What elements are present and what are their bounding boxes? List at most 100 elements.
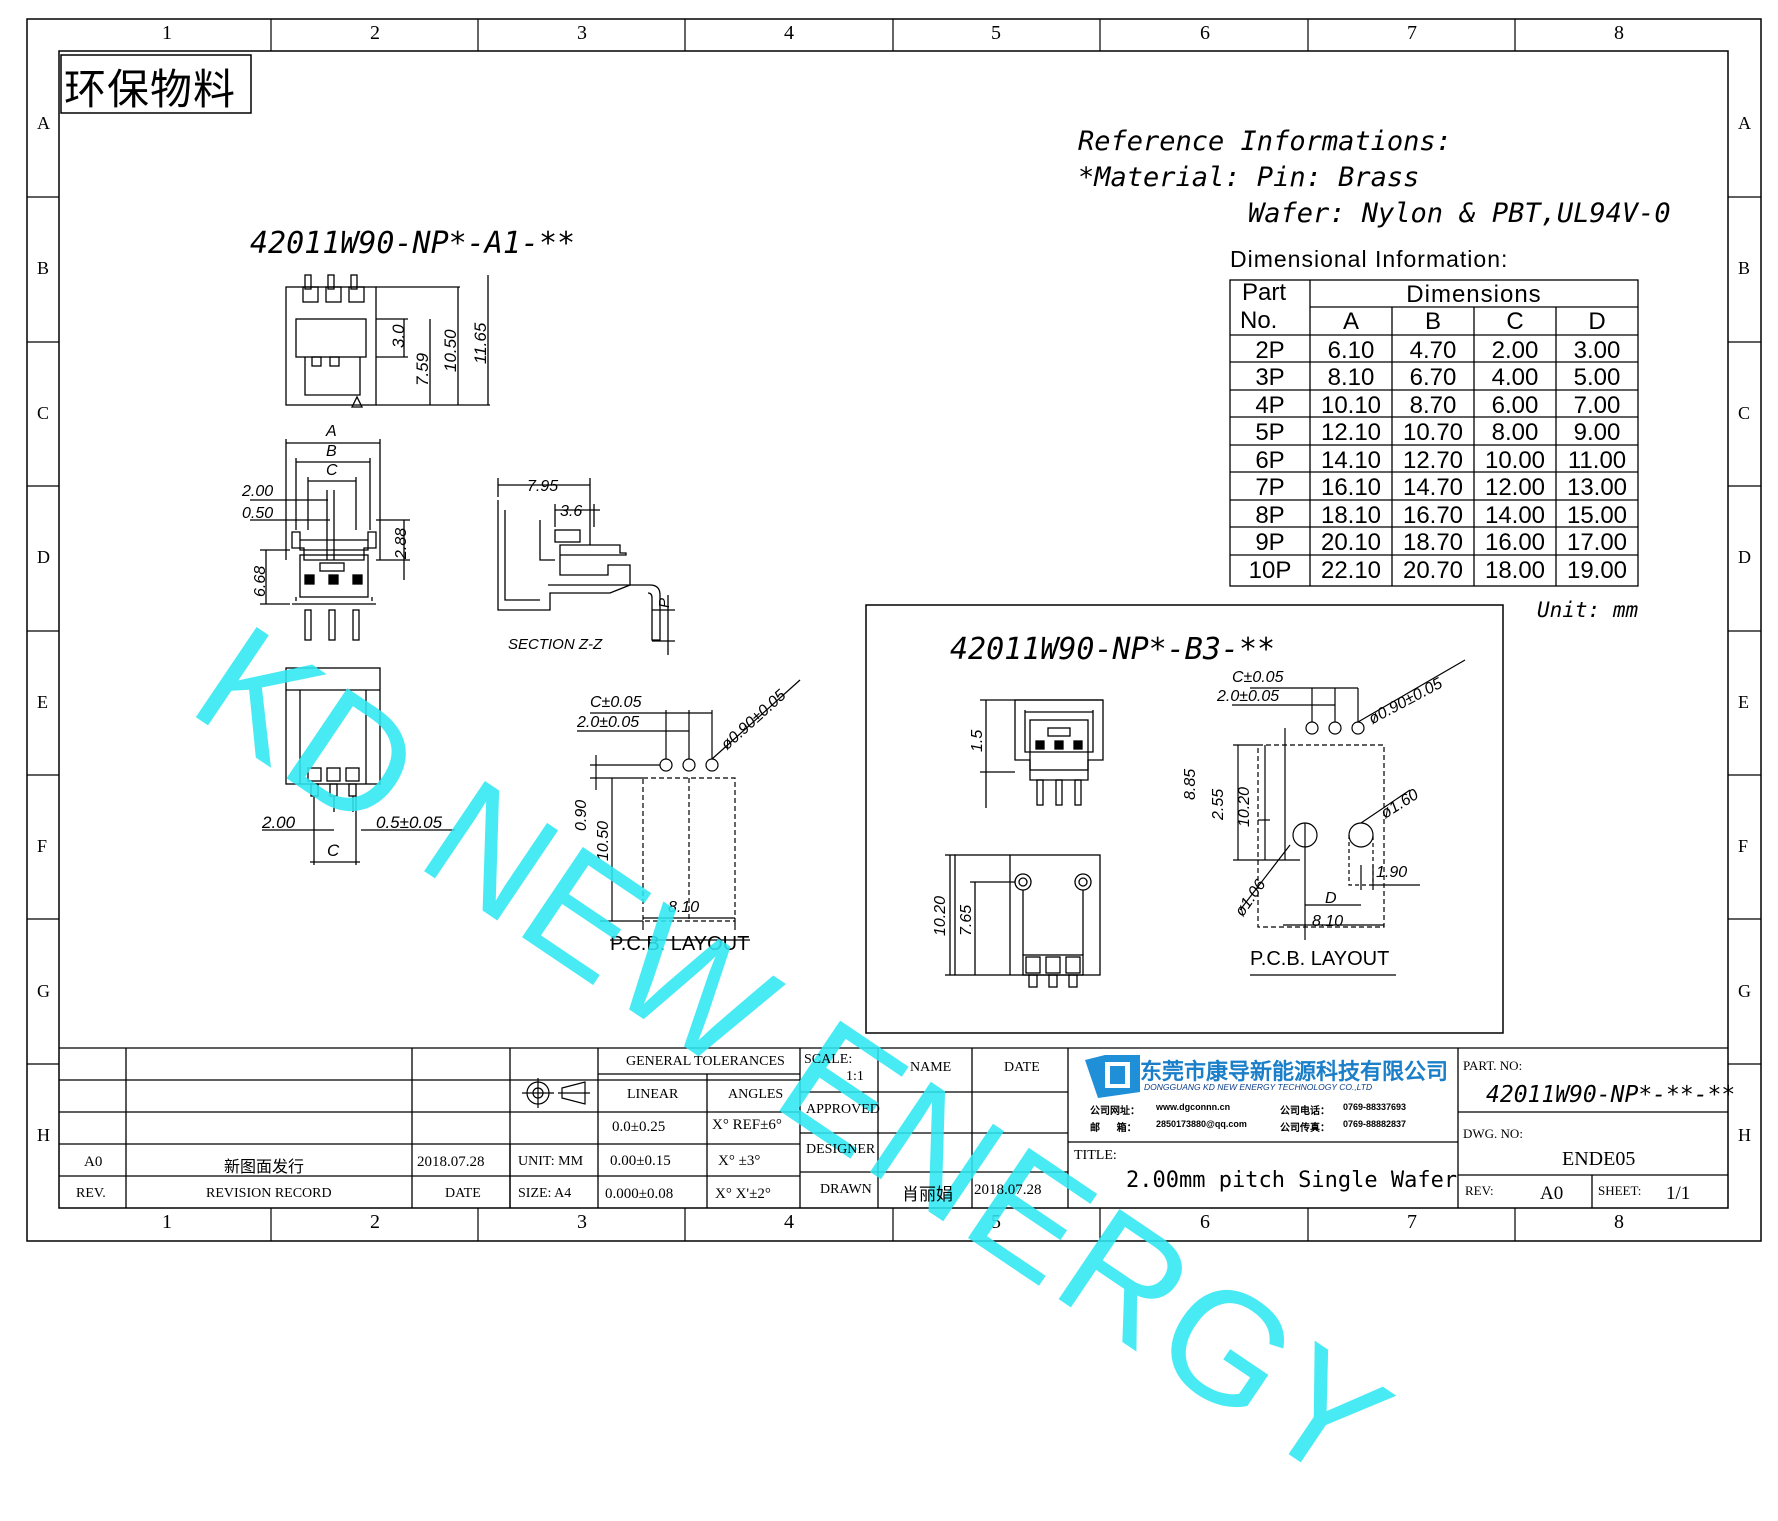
zone-row-b-left: B (37, 258, 50, 278)
zone-row-f-left: F (37, 836, 48, 856)
zone-col-1-top: 1 (162, 22, 172, 44)
size-field: SIZE: A4 (518, 1186, 572, 1201)
b3-pcb-dim-885: 8.85 (1182, 768, 1199, 800)
drawn-name: 肖丽娟 (902, 1185, 953, 1204)
dim-cell: 3.00 (1573, 337, 1621, 364)
dim-cell: 6.70 (1409, 364, 1457, 391)
name-header: NAME (910, 1060, 952, 1075)
scale-label: SCALE: (804, 1052, 853, 1067)
general-tolerances: GENERAL TOLERANCES (626, 1054, 785, 1069)
a1-pcb-dim-810: 8.10 (668, 899, 700, 916)
zone-col-5-bottom: 5 (991, 1211, 1001, 1233)
zone-row-h-right: H (1738, 1125, 1751, 1145)
title-value: 2.00mm pitch Single Wafer (1126, 1168, 1458, 1193)
dim-cell: 7.00 (1573, 392, 1621, 419)
dim-cell: 5.00 (1573, 364, 1621, 391)
dim-cell: 20.10 (1320, 529, 1382, 556)
date-col-header: DATE (1004, 1060, 1040, 1075)
zone-col-5-top: 5 (991, 22, 1001, 44)
tol-angle-2: X° ±3° (718, 1153, 761, 1169)
dim-row-part: 7P (1255, 474, 1285, 501)
a1-bottom-view (262, 667, 455, 865)
tol-linear-1: 0.0±0.25 (612, 1119, 666, 1135)
tol-angle-1: X° REF±6° (712, 1117, 782, 1133)
dim-cell: 12.10 (1320, 419, 1382, 446)
dim-cell: 18.10 (1320, 502, 1382, 529)
revision-row-4-date: 2018.07.28 (417, 1154, 485, 1170)
dim-row-part: 2P (1255, 337, 1285, 364)
zone-row-d-right: D (1738, 547, 1751, 567)
b3-bottom-view (945, 854, 1101, 988)
sheet-value: 1/1 (1666, 1183, 1691, 1204)
zone-col-2-top: 2 (370, 22, 380, 44)
reference-heading: Reference Informations: (1078, 126, 1452, 157)
a1-section-view (497, 478, 675, 655)
b3-front-view (980, 699, 1104, 808)
tol-angle-3: X° X'±2° (715, 1186, 771, 1202)
dim-cell: 15.00 (1566, 502, 1628, 529)
b3-pcb-c-tol: C±0.05 (1232, 669, 1284, 686)
a1-bottom-dim-pin: 0.5±0.05 (376, 813, 443, 832)
a1-dim-b: B (326, 443, 337, 460)
zone-row-h-left: H (37, 1125, 50, 1145)
zone-col-8-top: 8 (1614, 22, 1624, 44)
a1-section-label: SECTION Z-Z (508, 636, 603, 653)
drawn-date: 2018.07.28 (974, 1182, 1042, 1198)
dim-cell: 4.00 (1491, 364, 1539, 391)
title-block-grid (59, 1047, 1728, 1208)
a1-dim-3: 3.0 (389, 324, 408, 348)
rev-header: REV. (76, 1186, 106, 1201)
a1-part-title: 42011W90-NP*-A1-** (250, 226, 576, 261)
a1-dim-200: 2.00 (242, 483, 274, 500)
b3-detail-frame (865, 604, 1504, 1034)
dim-row-part: 6P (1255, 447, 1285, 474)
company-web: www.dgconnn.cn (1156, 1102, 1231, 1112)
tol-linear-2: 0.00±0.15 (610, 1153, 671, 1169)
a1-pcb-label: P.C.B. LAYOUT (610, 933, 750, 955)
b3-part-title: 42011W90-NP*-B3-** (950, 632, 1276, 667)
reference-material: *Material: Pin: Brass (1078, 162, 1420, 193)
rev-label: REV: (1465, 1183, 1494, 1198)
dim-col-b: B (1424, 308, 1441, 335)
approved-label: APPROVED (806, 1102, 880, 1117)
unit-label: Unit: mm (1537, 598, 1639, 622)
zone-col-3-top: 3 (577, 22, 587, 44)
projection-symbol (522, 1078, 590, 1108)
a1-dim-1165: 11.65 (471, 322, 490, 364)
company-mail: 2850173880@qq.com (1156, 1119, 1247, 1129)
dim-row-part: 4P (1255, 392, 1285, 419)
dim-table-grid (1229, 279, 1639, 587)
a1-dim-p: P (656, 597, 673, 608)
zone-row-g-right: G (1738, 981, 1751, 1001)
a1-pcb-layout (577, 679, 801, 941)
part-no-label: PART. NO: (1463, 1058, 1523, 1073)
dim-cell: 16.70 (1402, 502, 1464, 529)
dim-cell: 10.10 (1320, 392, 1382, 419)
dim-cell: 4.70 (1409, 337, 1457, 364)
title-label: TITLE: (1074, 1148, 1117, 1163)
b3-pcb-dim-1020: 10.20 (1236, 786, 1253, 827)
a1-pcb-pitch-tol: 2.0±0.05 (577, 714, 640, 731)
date-header: DATE (445, 1186, 481, 1201)
revision-row-4-record: 新图面发行 (224, 1159, 305, 1176)
a1-dim-288: 2.88 (393, 527, 410, 559)
zone-row-c-right: C (1738, 403, 1751, 423)
zone-col-7-top: 7 (1407, 22, 1417, 44)
drawn-label: DRAWN (820, 1182, 872, 1197)
dim-cell: 14.70 (1402, 474, 1464, 501)
angles-header: ANGLES (728, 1087, 784, 1102)
zone-col-8-bottom: 8 (1614, 1211, 1624, 1233)
designer-label: DESIGNER (806, 1142, 876, 1157)
dim-cell: 12.00 (1484, 474, 1546, 501)
dim-table-title: Dimensional Information: (1230, 246, 1509, 272)
a1-pcb-c-tol: C±0.05 (590, 694, 642, 711)
b3-pcb-pitch-tol: 2.0±0.05 (1217, 688, 1280, 705)
a1-dim-36: 3.6 (560, 503, 583, 520)
zone-col-7-bottom: 7 (1407, 1211, 1417, 1233)
dim-header-dimensions: Dimensions (1406, 281, 1542, 308)
zone-col-4-bottom: 4 (784, 1211, 794, 1233)
dim-cell: 12.70 (1402, 447, 1464, 474)
dim-cell: 14.10 (1320, 447, 1382, 474)
dwg-no-label: DWG. NO: (1463, 1126, 1523, 1141)
company-mail-label: 邮 箱： (1090, 1123, 1137, 1134)
